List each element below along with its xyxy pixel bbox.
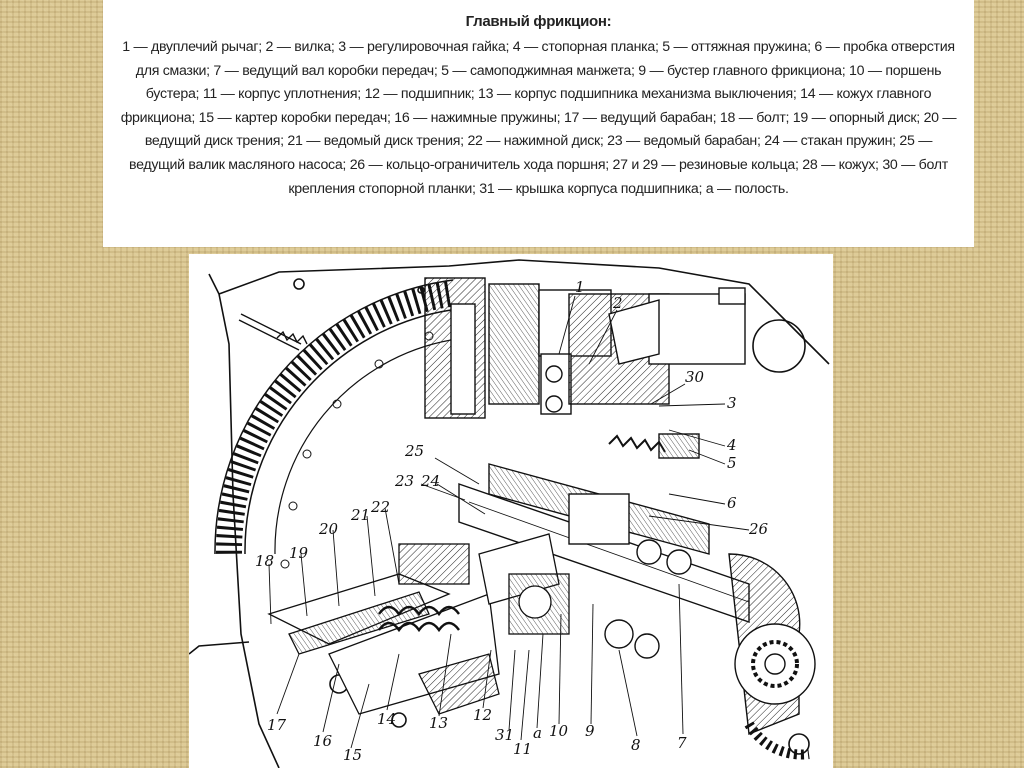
callout-label: 19 bbox=[289, 544, 309, 562]
callout-label: 1 bbox=[575, 278, 585, 296]
callout-label: 11 bbox=[513, 740, 532, 758]
caption-body: 1 — двуплечий рычаг; 2 — вилка; 3 — регу… bbox=[120, 39, 957, 197]
callout-leaders bbox=[268, 295, 750, 749]
flywheel-ring-gear bbox=[214, 279, 454, 569]
callout-label: 16 bbox=[313, 732, 333, 750]
callout-label: 9 bbox=[585, 722, 595, 740]
clutch-cutaway-illustration: 1 2 30 3 4 5 6 26 25 23 24 22 21 20 19 1… bbox=[189, 259, 830, 768]
callout-label: 31 bbox=[495, 726, 514, 744]
adjusting-bolt bbox=[238, 313, 308, 351]
callout-label: 5 bbox=[727, 454, 737, 472]
callout-label: 24 bbox=[420, 472, 440, 490]
callout-label: 12 bbox=[473, 706, 492, 724]
callout-label: а bbox=[533, 724, 542, 742]
gearbox-input-shaft bbox=[458, 463, 750, 659]
bevel-gear bbox=[728, 553, 816, 760]
callout-label: 25 bbox=[404, 442, 424, 460]
callout-label: 22 bbox=[370, 498, 390, 516]
callout-label: 23 bbox=[394, 472, 414, 490]
callout-label: 7 bbox=[677, 734, 687, 752]
callout-label: 17 bbox=[267, 716, 287, 734]
callout-label: 6 bbox=[727, 494, 737, 512]
release-mechanism bbox=[424, 277, 746, 459]
callout-label: 21 bbox=[350, 506, 370, 524]
clutch-disc-pack bbox=[267, 533, 570, 715]
callout-label: 26 bbox=[748, 520, 769, 538]
callout-label: 8 bbox=[631, 736, 641, 754]
callout-label: 4 bbox=[726, 436, 737, 454]
callout-label: 3 bbox=[727, 394, 737, 412]
callout-label: 30 bbox=[685, 368, 705, 386]
caption-title: Главный фрикцион: bbox=[465, 13, 612, 30]
callout-label: 15 bbox=[343, 746, 362, 764]
caption-card: Главный фрикцион: 1 — двуплечий рычаг; 2… bbox=[103, 0, 974, 247]
callout-label: 20 bbox=[318, 520, 339, 538]
callout-label: 13 bbox=[429, 714, 448, 732]
callout-label: 18 bbox=[255, 552, 274, 570]
callout-label: 10 bbox=[549, 722, 569, 740]
callout-labels: 1 2 30 3 4 5 6 26 25 23 24 22 21 20 19 1… bbox=[255, 278, 769, 764]
callout-label: 2 bbox=[612, 294, 623, 312]
callout-label: 14 bbox=[377, 710, 396, 728]
clutch-drawing: 1 2 30 3 4 5 6 26 25 23 24 22 21 20 19 1… bbox=[189, 254, 833, 768]
